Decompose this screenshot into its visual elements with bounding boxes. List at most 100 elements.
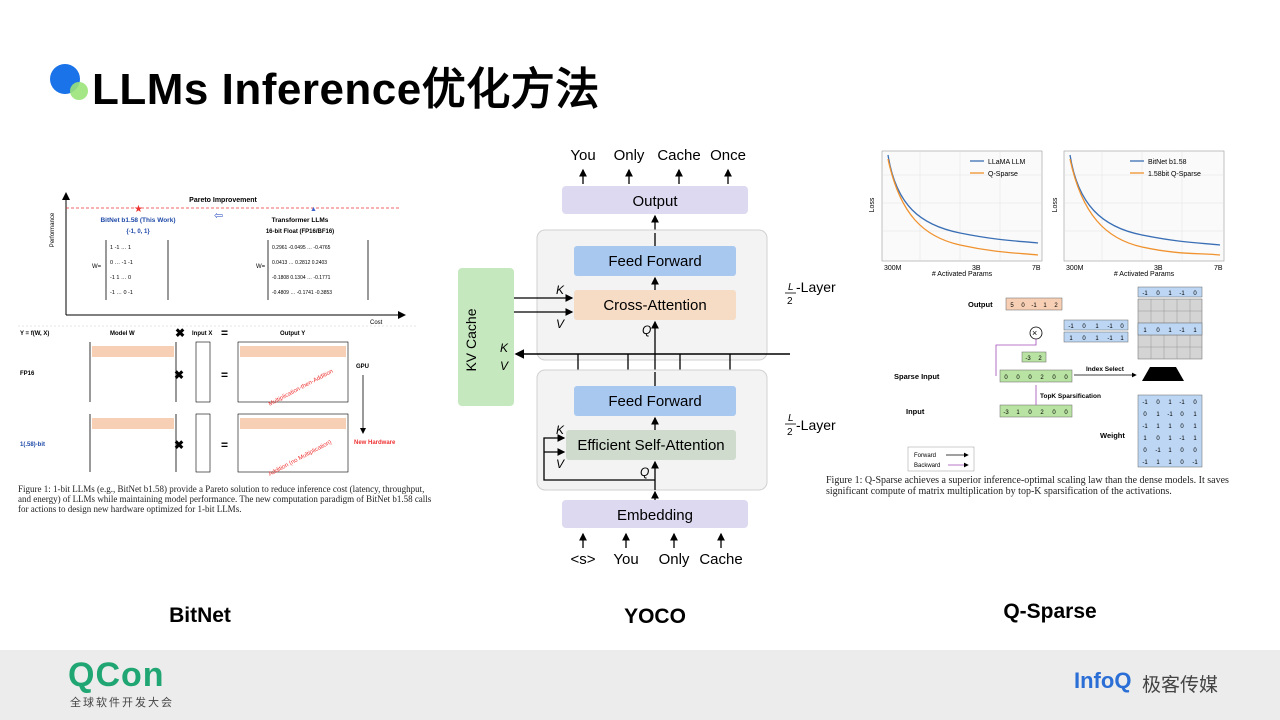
yoco-figure: You Only Cache Once Output Feed Forward … (458, 147, 836, 568)
q-tick: 3B (972, 265, 981, 272)
new-hw-label: New Hardware (354, 440, 396, 446)
q-weight-label: Weight (1100, 431, 1125, 440)
transformer-label: Transformer LLMs (272, 217, 329, 224)
q-weight-cell: 0 (1180, 412, 1184, 418)
yoco-k-lower: K (556, 423, 565, 437)
ternary-row: 0 … -1 -1 (110, 260, 133, 266)
q-legend-right: BitNet b1.58 (1148, 159, 1187, 166)
q-tick: 3B (1154, 265, 1163, 272)
infoq-logo: InfoQ (1074, 668, 1132, 693)
times-icon: ✖ (174, 368, 184, 382)
q-weight-cell: 1 (1193, 436, 1197, 442)
yoco-output-box (562, 186, 748, 214)
yoco-v-lower: V (556, 457, 565, 471)
qcon-subtitle: 全球软件开发大会 (70, 697, 174, 709)
q-weight-cell: -1 (1167, 412, 1173, 418)
q-weight-cell: 1 (1143, 436, 1147, 442)
pareto-arrow-icon: ⇦ (214, 210, 223, 222)
slide-title: LLMs Inference优化方法 (92, 65, 600, 114)
qsparse-caption: Figure 1: Q-Sparse achieves a superior i… (826, 475, 1229, 497)
q-xlabel-right: # Activated Params (1114, 271, 1175, 278)
transformer-sub: 16-bit Float (FP16/BF16) (266, 229, 334, 235)
yoco-kv-cache (458, 268, 514, 406)
q-output-label: Output (968, 300, 993, 309)
q-input-val: -3 (1003, 410, 1009, 416)
bitnet-ternary: {-1, 0, 1} (126, 229, 150, 235)
model-w-header: Model W (110, 331, 135, 337)
q-midrow-val: -1 (1179, 328, 1185, 334)
bitnet-caption: Figure 1: 1-bit LLMs (e.g., BitNet b1.58… (18, 484, 432, 514)
q-weight-cell: 1 (1156, 424, 1160, 430)
q-weight-cell: 0 (1193, 448, 1197, 454)
q-tick: 300M (884, 265, 902, 272)
q-out-val: 2 (1054, 303, 1058, 309)
yoco-k-upper: K (556, 283, 565, 297)
q-forward-label: Forward (914, 453, 936, 459)
bitnet-label: BitNet (169, 604, 231, 627)
q-weight-cell: 1 (1168, 448, 1172, 454)
yoco-ff-label: Feed Forward (608, 393, 701, 410)
q-input-label: Input (906, 407, 925, 416)
q-weight-cell: -1 (1192, 460, 1198, 466)
q-sparse-val: 0 (1052, 375, 1056, 381)
q-sparse-val: 0 (1064, 375, 1068, 381)
q-weight-cell: -1 (1142, 400, 1148, 406)
q-weight-cell: -1 (1142, 460, 1148, 466)
q-mid-val2: 1 (1120, 336, 1124, 342)
q-weight-cell: -1 (1142, 424, 1148, 430)
q-weight-cell: 0 (1156, 400, 1160, 406)
fp-row: 0.2961 -0.0495 … -0.4765 (272, 245, 331, 251)
q-legend-right: 1.58bit Q-Sparse (1148, 171, 1201, 178)
yoco-self-label: Efficient Self-Attention (577, 437, 724, 454)
equals-icon: = (221, 326, 228, 340)
yoco-kv-label: KV Cache (463, 308, 479, 371)
q-mid-val: -1 (1107, 324, 1113, 330)
yoco-ff-label: Feed Forward (608, 253, 701, 270)
q-out-val: 5 (1010, 303, 1014, 309)
yoco-frac-den: 2 (787, 296, 793, 307)
fp-row: -0.4809 … -0.1741 -0.3853 (272, 290, 332, 296)
q-weight-cell: 0 (1156, 436, 1160, 442)
q-weight-cell: 0 (1193, 400, 1197, 406)
equals-icon: = (221, 438, 228, 452)
q-top-val: 0 (1156, 291, 1160, 297)
q-mid-val: 1 (1095, 324, 1099, 330)
q-legend-left: LLaMA LLM (988, 159, 1026, 166)
q-loss-right: Loss (1052, 197, 1059, 212)
yoco-ff-lower (574, 386, 736, 416)
q-sparse-val: 0 (1028, 375, 1032, 381)
q-mid-val: 0 (1082, 324, 1086, 330)
q-weight-cell: 1 (1193, 412, 1197, 418)
yoco-embedding-box (562, 500, 748, 528)
qsparse-label: Q-Sparse (1003, 600, 1097, 623)
qcon-logo: QCon (68, 656, 165, 694)
q-mid-val2: -1 (1107, 336, 1113, 342)
q-weight-cell: 0 (1180, 448, 1184, 454)
yoco-self-attention (566, 430, 736, 460)
ternary-row: -1 … 0 -1 (110, 290, 133, 296)
q-multiply-icon: × (1032, 328, 1037, 338)
infoq-subtitle: 极客传媒 (1142, 675, 1219, 696)
fp16-label: FP16 (20, 371, 35, 377)
q-loss-left: Loss (869, 197, 876, 212)
q-midrow-val: 1 (1143, 328, 1147, 334)
yoco-cross-label: Cross-Attention (603, 297, 706, 314)
output-y-header: Output Y (280, 331, 305, 337)
q-weight-cell: 0 (1180, 460, 1184, 466)
q-sparse-val: 0 (1004, 375, 1008, 381)
fp-row: -0.1808 0.1304 … -0.1771 (272, 275, 331, 281)
q-mid-val: 0 (1120, 324, 1124, 330)
yoco-v-upper: V (556, 317, 565, 331)
times-icon: ✖ (175, 326, 185, 340)
yoco-q-upper: Q (642, 323, 651, 337)
q-weight-cell: 1 (1168, 460, 1172, 466)
q-sparse-val: 0 (1016, 375, 1020, 381)
times-icon: ✖ (174, 438, 184, 452)
pareto-label: Pareto Improvement (189, 197, 257, 204)
footer-bar: QCon 全球软件开发大会 InfoQ 极客传媒 (0, 650, 1280, 720)
bitnet-star-icon: ★ (134, 204, 143, 215)
yoco-bottom-token: Only (659, 551, 690, 568)
yoco-bottom-token: Cache (699, 551, 742, 568)
yoco-q-lower: Q (640, 465, 649, 479)
q-weight-cell: 0 (1143, 448, 1147, 454)
